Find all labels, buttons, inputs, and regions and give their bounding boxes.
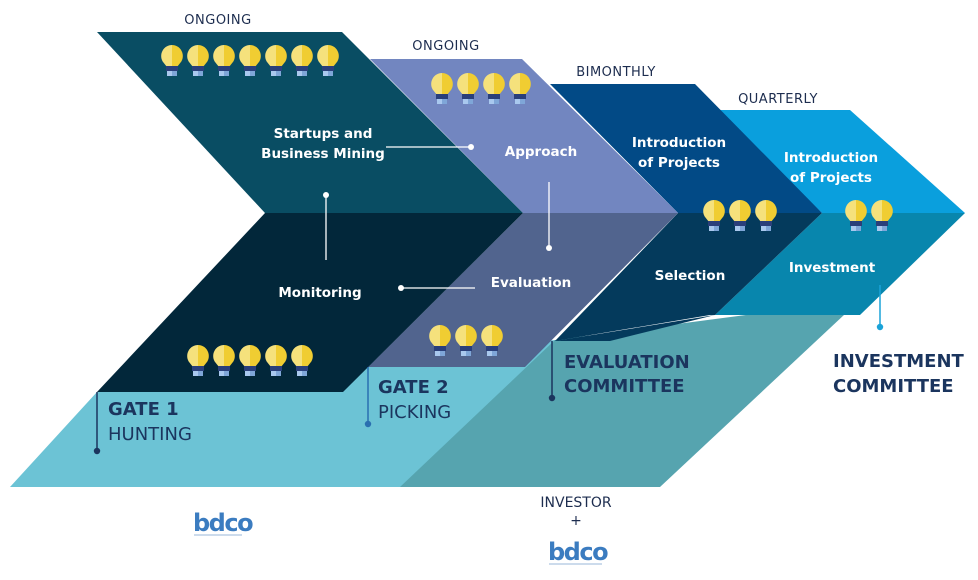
- bulbs-evaluation: [429, 325, 503, 356]
- stage-startups-line1: Startups and: [274, 126, 373, 142]
- band3-top: [550, 84, 822, 213]
- investment-committee-line2: COMMITTEE: [833, 376, 954, 397]
- investment-committee-marker: [876, 285, 884, 331]
- investor-label: INVESTOR: [540, 495, 611, 511]
- lightbulb-icon: [483, 73, 505, 104]
- lightbulb-icon: [845, 200, 867, 231]
- bulbs-approach: [431, 73, 531, 104]
- lightbulb-icon: [291, 45, 313, 76]
- gate1-marker: [93, 392, 101, 455]
- connector-evaluation-monitoring: [398, 285, 475, 291]
- connector-startups-approach: [386, 144, 474, 150]
- lightbulb-icon: [239, 345, 261, 376]
- lightbulb-icon: [213, 45, 235, 76]
- connector-startups-monitoring: [323, 192, 329, 260]
- lightbulb-icon: [429, 325, 451, 356]
- lightbulb-icon: [871, 200, 893, 231]
- frequency-label-band3: BIMONTHLY: [576, 65, 656, 80]
- lightbulb-icon: [431, 73, 453, 104]
- band3-bottom-fill: [555, 315, 715, 341]
- stage-approach: Approach: [505, 144, 577, 160]
- lightbulb-icon: [703, 200, 725, 231]
- band4-top: [715, 110, 965, 213]
- connector-approach-evaluation: [546, 182, 552, 251]
- lightbulb-icon: [755, 200, 777, 231]
- frequency-label-band2: ONGOING: [412, 39, 479, 54]
- lightbulb-icon: [455, 325, 477, 356]
- investment-committee-line1: INVESTMENT: [833, 351, 965, 372]
- evaluation-committee-marker: [548, 341, 556, 402]
- lightbulb-icon: [265, 345, 287, 376]
- band3-bottom: [555, 213, 822, 341]
- lightbulb-icon: [481, 325, 503, 356]
- band1-top: [97, 32, 523, 213]
- lightbulb-icon: [291, 345, 313, 376]
- stage-introduction1-line2: of Projects: [638, 155, 720, 171]
- bulbs-introduction1: [703, 200, 777, 231]
- gate2-marker: [364, 367, 372, 428]
- lightbulb-icon: [239, 45, 261, 76]
- evaluation-committee-line1: EVALUATION: [564, 352, 690, 373]
- stage-selection: Selection: [655, 268, 726, 284]
- frequency-label-band4: QUARTERLY: [738, 92, 818, 107]
- stage-startups-line2: Business Mining: [261, 146, 385, 162]
- bulbs-startups: [161, 45, 339, 76]
- stage-investment: Investment: [789, 260, 876, 276]
- frequency-label-band1: ONGOING: [184, 13, 251, 28]
- stage-introduction2-line1: Introduction: [784, 150, 878, 166]
- stage-introduction2-line2: of Projects: [790, 170, 872, 186]
- stage-monitoring: Monitoring: [278, 285, 361, 301]
- base-band-mid: [400, 300, 860, 487]
- lightbulb-icon: [729, 200, 751, 231]
- lightbulb-icon: [317, 45, 339, 76]
- bulbs-introduction2: [845, 200, 893, 231]
- gate1-subtitle: HUNTING: [108, 424, 192, 445]
- lightbulb-icon: [161, 45, 183, 76]
- evaluation-committee-line2: COMMITTEE: [564, 376, 685, 397]
- plus-label: +: [570, 513, 582, 529]
- lightbulb-icon: [187, 45, 209, 76]
- lightbulb-icon: [457, 73, 479, 104]
- lightbulb-icon: [187, 345, 209, 376]
- stage-evaluation: Evaluation: [491, 275, 571, 291]
- bulbs-monitoring: [187, 345, 313, 376]
- lightbulb-icon: [265, 45, 287, 76]
- lightbulb-icon: [213, 345, 235, 376]
- gate1-title: GATE 1: [108, 399, 179, 420]
- gate2-title: GATE 2: [378, 377, 449, 398]
- gate2-subtitle: PICKING: [378, 402, 451, 423]
- band4-bottom: [715, 213, 965, 315]
- bdco-logo-left: bdco: [193, 509, 253, 537]
- stage-introduction1-line1: Introduction: [632, 135, 726, 151]
- lightbulb-icon: [509, 73, 531, 104]
- bdco-logo-right: bdco: [548, 538, 608, 566]
